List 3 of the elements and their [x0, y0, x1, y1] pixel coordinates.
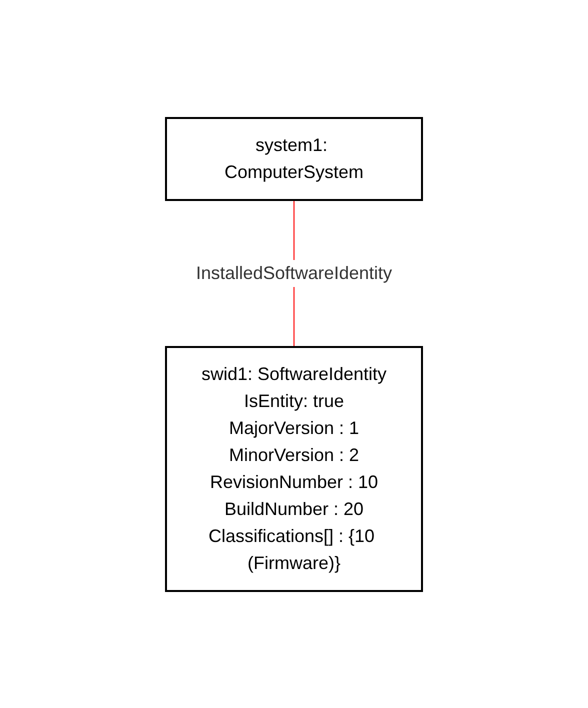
node-box: swid1: SoftwareIdentity IsEntity: true MajorVersion : 1 MinorVersion : 2 RevisionNumber : 10 BuildNumber : 20 Classifications[] : {10 (Firmware)}: [165, 346, 423, 592]
node-box: system1: ComputerSystem: [165, 116, 423, 200]
edge-label: InstalledSoftwareIdentity: [196, 262, 392, 282]
